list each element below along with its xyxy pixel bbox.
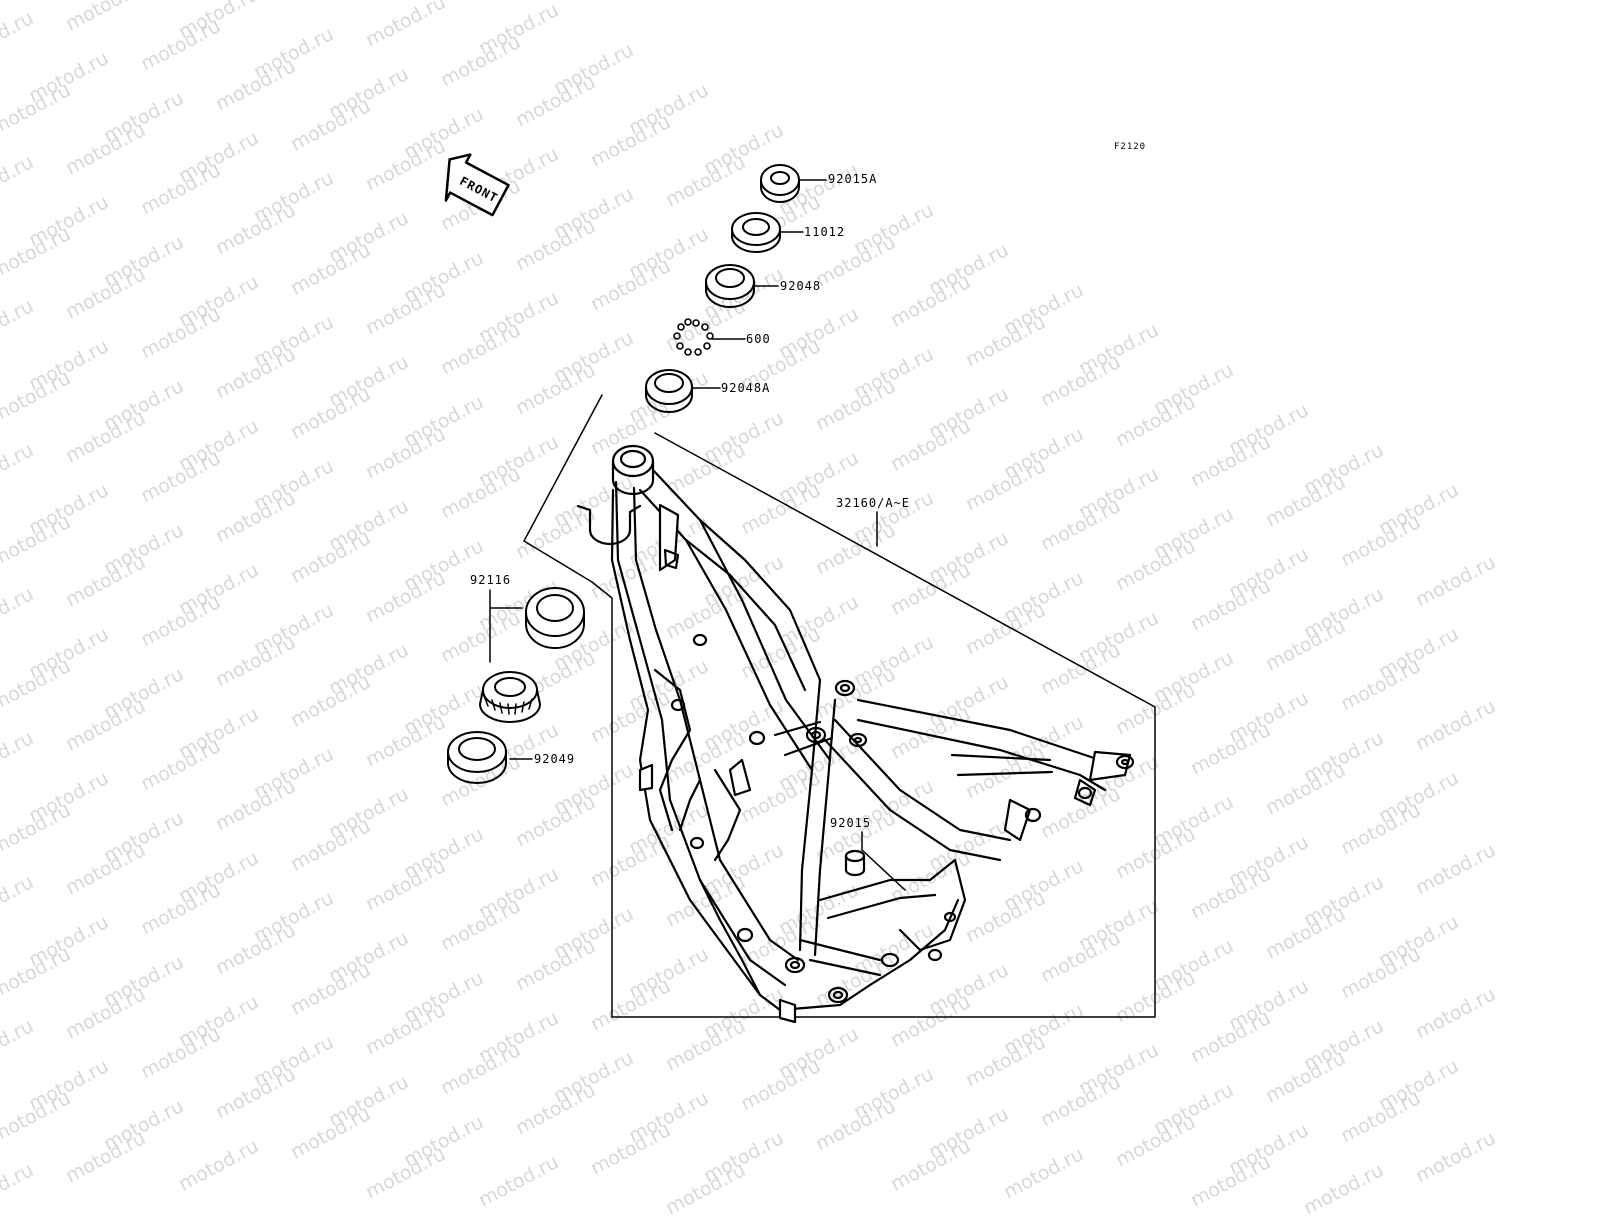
frame-callout-box [523,394,1156,1018]
part-92116-taper-bearing-icon [479,671,541,723]
part-label-92048: 92048 [780,279,822,293]
part-label-92048A: 92048A [721,381,771,395]
part-92048A-race-icon [645,369,693,413]
figure-code: F2120 [1114,142,1147,152]
part-600-bearing-balls-icon [673,318,714,356]
part-92049-seal-icon [447,731,507,784]
motorcycle-frame-icon [576,444,1135,1024]
part-92048-race-icon [705,264,755,308]
part-92015A-nut-icon [760,164,800,203]
part-label-11012: 11012 [804,225,846,239]
front-arrow-icon: FRONT [444,153,510,217]
leader-lines [489,179,906,891]
part-label-92116: 92116 [470,573,512,587]
part-11012-cap-icon [731,212,781,253]
part-92116-outer-race-icon [525,587,585,649]
part-label-92049: 92049 [534,752,576,766]
part-label-92015A: 92015A [828,172,878,186]
part-label-32160-A-E: 32160/A~E [836,496,911,510]
part-label-92015: 92015 [830,816,872,830]
part-label-600: 600 [746,332,771,346]
